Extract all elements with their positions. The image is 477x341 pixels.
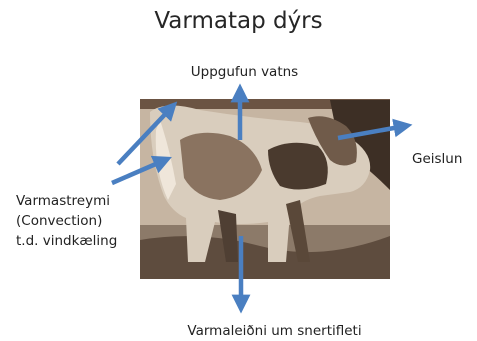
convection-label-line-3: t.d. vindkæling [16,231,117,251]
cow-photo [140,99,390,279]
convection-label-line-2: (Convection) [16,211,117,231]
convection-label: Varmastreymi (Convection) t.d. vindkælin… [16,191,117,251]
convection-label-line-1: Varmastreymi [16,191,117,211]
radiation-label: Geislun [412,149,462,169]
evaporation-label: Uppgufun vatns [6,62,477,82]
conduction-label: Varmaleiðni um snertifleti [36,321,477,341]
